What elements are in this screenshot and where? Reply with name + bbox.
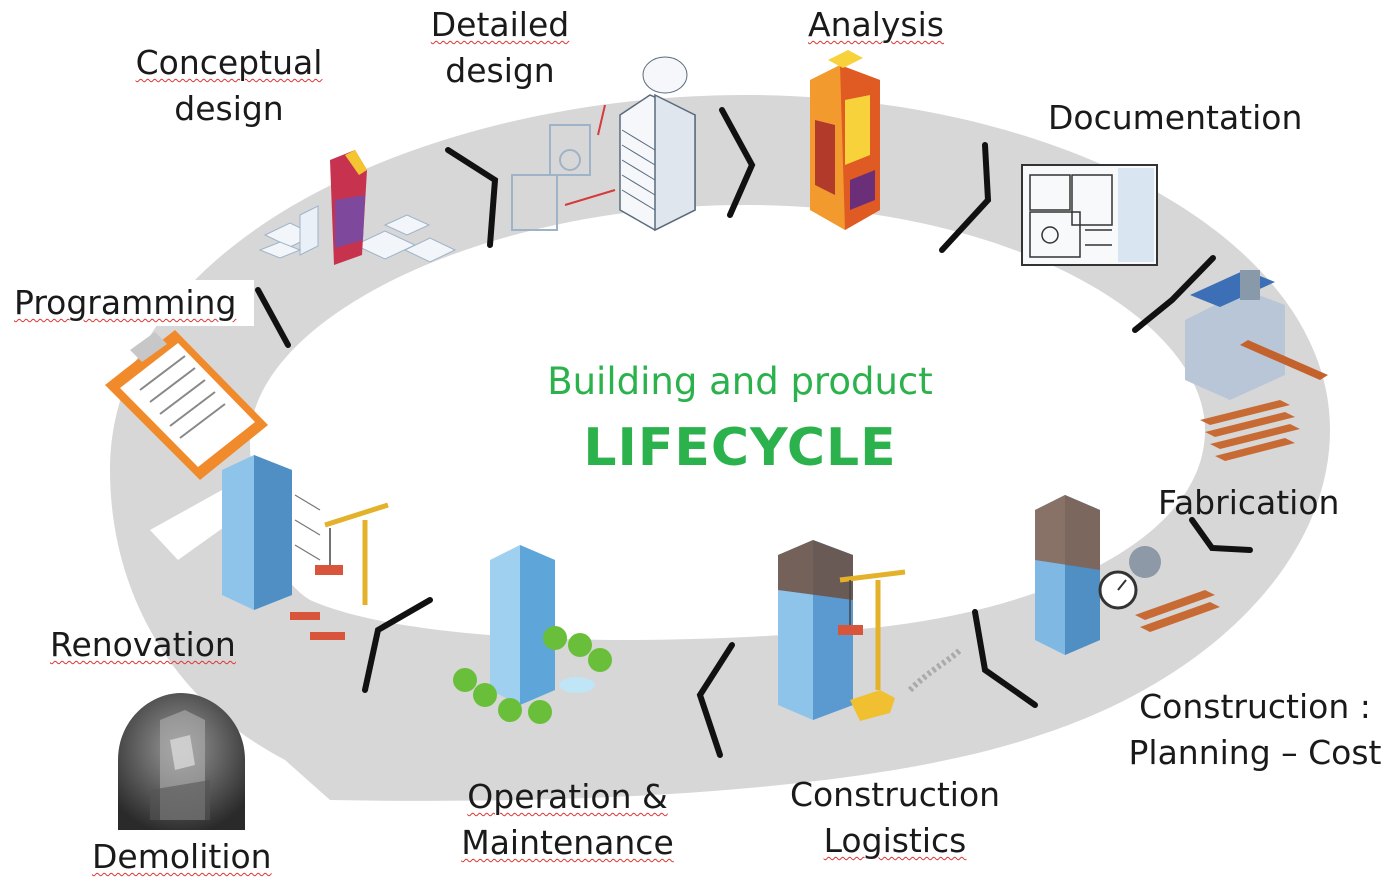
crane-tower-icon	[778, 540, 963, 721]
stage-label-fabrication: Fabrication	[1158, 483, 1340, 522]
demolition-photo-icon	[118, 693, 245, 830]
heatmap-tower-icon	[810, 50, 880, 230]
clipboard-icon	[105, 330, 268, 480]
center-title: LIFECYCLE	[583, 418, 897, 478]
fabrication-machine-icon	[1185, 270, 1328, 461]
stage-label-programming: Programming	[0, 280, 255, 326]
center-subtitle: Building and product	[547, 360, 933, 403]
massing-blocks-icon	[258, 150, 457, 265]
stage-label-operation-maintenance: Operation &Maintenance	[461, 777, 674, 862]
blueprint-icon	[1021, 164, 1158, 266]
stage-label-demolition: Demolition	[92, 837, 272, 876]
stage-label-renovation: Renovation	[50, 625, 236, 664]
renovation-crane-icon	[222, 455, 389, 640]
stage-label-construction-planning-cost: Construction :Planning – Cost	[1128, 687, 1382, 772]
cost-tower-icon	[1035, 495, 1220, 655]
stage-dividers	[255, 107, 1253, 758]
floor-plan-to-tower-icon	[511, 56, 696, 232]
stage-label-analysis: Analysis	[808, 5, 944, 44]
green-tower-icon	[453, 545, 612, 724]
stage-label-documentation: Documentation	[1048, 98, 1303, 137]
